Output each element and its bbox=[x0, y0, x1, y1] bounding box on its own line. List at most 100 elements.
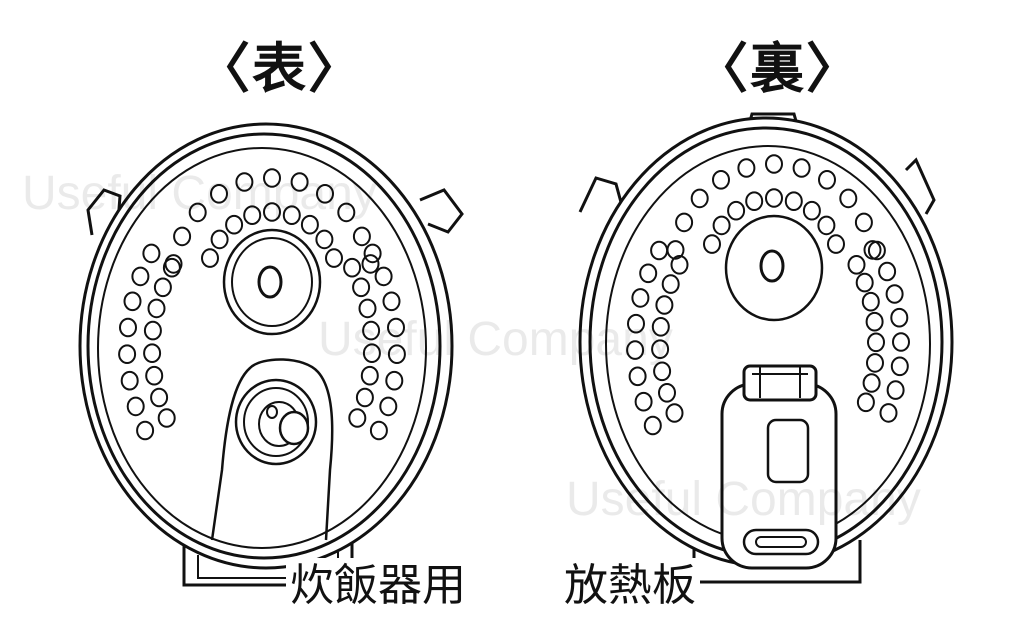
vent-hole bbox=[290, 172, 309, 192]
vent-hole bbox=[802, 200, 821, 221]
vent-hole bbox=[120, 370, 139, 391]
vent-hole bbox=[784, 191, 803, 211]
vent-hole bbox=[162, 257, 181, 278]
vent-hole bbox=[655, 295, 674, 315]
vent-hole bbox=[358, 298, 377, 319]
vent-hole bbox=[861, 291, 880, 312]
vent-hole bbox=[885, 284, 904, 304]
vent-hole bbox=[235, 172, 254, 192]
vent-hole bbox=[379, 396, 398, 417]
caption-part-name: 放熱板 bbox=[560, 558, 700, 614]
vent-hole bbox=[631, 288, 650, 308]
vent-hole bbox=[348, 408, 367, 428]
vent-hole bbox=[145, 365, 164, 386]
vent-hole bbox=[634, 391, 653, 412]
vent-hole bbox=[745, 191, 764, 211]
vent-hole bbox=[737, 158, 756, 178]
vent-hole bbox=[173, 226, 192, 247]
vent-hole bbox=[282, 205, 301, 225]
vent-hole bbox=[300, 214, 319, 235]
vent-hole bbox=[118, 344, 137, 365]
vent-hole bbox=[862, 373, 881, 393]
vent-hole bbox=[855, 272, 874, 293]
vent-hole bbox=[703, 234, 721, 254]
vent-hole bbox=[143, 320, 162, 341]
vent-hole bbox=[150, 387, 169, 408]
vent-hole bbox=[675, 212, 694, 233]
vent-hole bbox=[142, 243, 161, 264]
vent-hole bbox=[131, 266, 150, 287]
vent-hole bbox=[818, 170, 836, 190]
vent-hole bbox=[361, 254, 380, 274]
vent-hole bbox=[153, 277, 172, 298]
vent-hole bbox=[817, 215, 836, 236]
vent-hole bbox=[626, 340, 645, 360]
vent-hole bbox=[628, 366, 647, 387]
vent-hole bbox=[136, 420, 155, 441]
vent-hole bbox=[856, 392, 875, 413]
vent-hole bbox=[792, 158, 811, 178]
vent-hole bbox=[879, 403, 898, 423]
vent-hole bbox=[362, 320, 381, 341]
vent-hole bbox=[210, 229, 229, 250]
vent-hole bbox=[157, 408, 176, 428]
vent-hole bbox=[123, 291, 142, 312]
vent-hole bbox=[886, 380, 905, 400]
vent-hole bbox=[325, 248, 343, 268]
back-side-heading: 〈裏〉 bbox=[694, 37, 862, 100]
vent-hole bbox=[225, 214, 244, 235]
vent-hole bbox=[651, 339, 670, 360]
vent-hole bbox=[143, 343, 162, 364]
vent-hole bbox=[360, 365, 379, 386]
vent-hole bbox=[865, 311, 884, 332]
vent-hole bbox=[147, 298, 166, 319]
vent-hole bbox=[362, 343, 381, 364]
vent-hole bbox=[639, 263, 658, 284]
vent-hole bbox=[126, 396, 145, 417]
vent-hole bbox=[369, 420, 388, 441]
caption-product-type: 炊飯器用 bbox=[286, 558, 470, 614]
vent-hole bbox=[643, 415, 662, 436]
front-vent-holes bbox=[118, 168, 406, 441]
vent-hole bbox=[690, 188, 709, 209]
vent-hole bbox=[337, 202, 356, 223]
vent-hole bbox=[847, 254, 866, 275]
vent-hole bbox=[374, 266, 393, 287]
vent-hole bbox=[866, 353, 884, 373]
vent-hole bbox=[651, 317, 670, 337]
vent-hole bbox=[867, 332, 885, 353]
vent-hole bbox=[387, 344, 406, 365]
vent-hole bbox=[765, 154, 783, 174]
vent-hole bbox=[892, 332, 910, 352]
vent-hole bbox=[387, 317, 405, 338]
vent-hole bbox=[665, 403, 684, 423]
vent-hole bbox=[263, 202, 281, 222]
vent-hole bbox=[363, 243, 382, 264]
vent-hole bbox=[382, 291, 401, 312]
vent-hole bbox=[653, 361, 672, 382]
vent-hole bbox=[712, 170, 730, 190]
vent-hole bbox=[315, 229, 334, 250]
vent-hole bbox=[243, 205, 262, 225]
vent-hole bbox=[385, 370, 404, 391]
front-side-heading: 〈表〉 bbox=[196, 37, 364, 100]
vent-hole bbox=[188, 202, 207, 223]
vent-hole bbox=[890, 307, 909, 328]
vent-hole bbox=[658, 383, 676, 403]
front-lid-plate bbox=[78, 122, 464, 587]
vent-hole bbox=[352, 277, 371, 298]
vent-hole bbox=[765, 188, 783, 208]
vent-hole bbox=[827, 234, 845, 254]
vent-hole bbox=[201, 248, 219, 268]
vent-hole bbox=[352, 226, 371, 247]
vent-hole bbox=[854, 212, 873, 233]
vent-hole bbox=[661, 274, 680, 294]
back-vent-holes bbox=[626, 154, 910, 436]
vent-hole bbox=[727, 200, 746, 221]
vent-hole bbox=[210, 184, 228, 204]
vent-hole bbox=[890, 356, 909, 377]
vent-hole bbox=[712, 215, 731, 236]
vent-hole bbox=[670, 254, 689, 275]
vent-hole bbox=[263, 168, 281, 188]
